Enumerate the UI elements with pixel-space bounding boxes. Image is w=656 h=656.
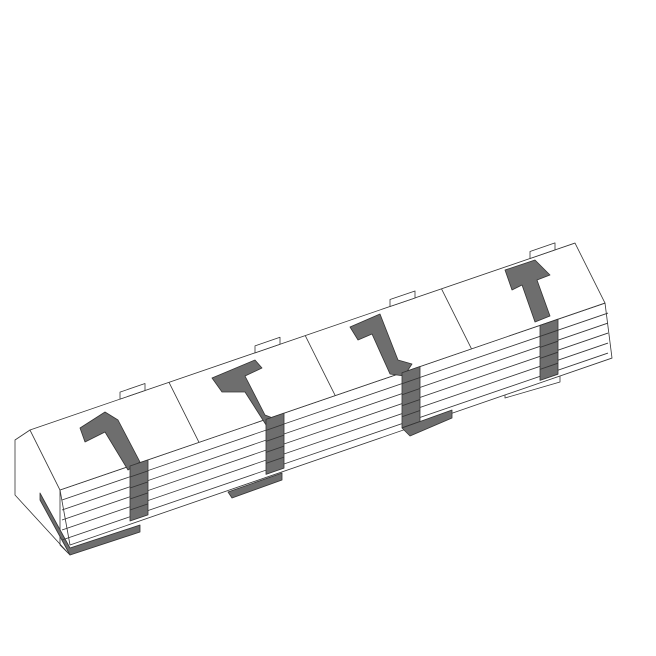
core-floor-line xyxy=(401,377,421,385)
core-facade xyxy=(401,366,421,429)
core-facade xyxy=(129,459,149,522)
core-floor-line xyxy=(129,470,149,478)
core-floor-line xyxy=(265,434,285,442)
base-core-slab xyxy=(39,492,141,556)
core-floor-line xyxy=(401,410,421,418)
core-floor-line xyxy=(539,362,559,370)
roof-parapet xyxy=(529,242,556,259)
floor-slabs xyxy=(59,302,613,546)
module-divider xyxy=(168,382,200,443)
circulation-cores xyxy=(79,259,559,522)
core-floor-line xyxy=(401,399,421,407)
core-floor-line xyxy=(539,329,559,337)
module-divider xyxy=(441,288,472,350)
roof-parapet xyxy=(389,290,416,307)
core-floor-line xyxy=(129,481,149,489)
module-divider xyxy=(304,335,336,396)
core-facade xyxy=(265,412,285,475)
floor-line xyxy=(61,312,609,501)
core-facade xyxy=(539,318,559,381)
roof-modules xyxy=(29,242,606,491)
roof-parapet xyxy=(254,336,281,354)
core-floor-line xyxy=(539,340,559,348)
core-floor-line xyxy=(129,503,149,511)
core-base xyxy=(227,472,283,499)
floor-line xyxy=(61,332,609,521)
core-roof xyxy=(504,259,551,323)
floor-line xyxy=(61,342,609,531)
core-floor-line xyxy=(265,423,285,431)
core-floor-line xyxy=(129,492,149,500)
floor-line xyxy=(61,352,609,541)
core-floor-line xyxy=(265,456,285,464)
core-floor-line xyxy=(539,351,559,359)
core-floor-line xyxy=(265,445,285,453)
core-floor-line xyxy=(401,388,421,396)
core-base xyxy=(401,409,453,437)
roof-parapet xyxy=(119,383,146,400)
floor-line xyxy=(61,322,609,511)
